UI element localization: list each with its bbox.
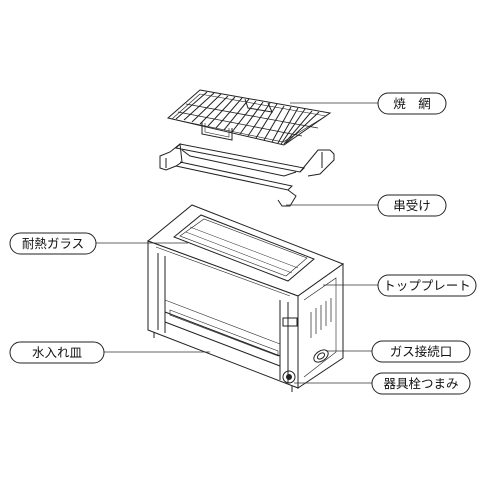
label-valve-knob: 器具栓つまみ xyxy=(371,372,471,395)
label-text: 器具栓つまみ xyxy=(383,376,458,391)
label-text: 串受け xyxy=(393,198,431,213)
label-text: 焼 網 xyxy=(393,96,431,111)
label-text: 耐熱ガラス xyxy=(22,236,84,251)
label-text: 水入れ皿 xyxy=(32,345,83,360)
grill-body xyxy=(147,204,345,392)
label-top-plate: トッププレート xyxy=(377,274,477,297)
skewer-rest xyxy=(159,143,335,207)
label-text: トッププレート xyxy=(383,278,471,293)
label-water-tray: 水入れ皿 xyxy=(9,341,105,364)
label-pill xyxy=(9,341,105,364)
label-pill xyxy=(377,194,447,217)
label-pill xyxy=(377,92,447,115)
label-skewer-rest: 串受け xyxy=(377,194,447,217)
valve-knob xyxy=(282,370,296,384)
leader-lines xyxy=(96,102,378,384)
label-text: ガス接続口 xyxy=(390,344,453,359)
grill-net xyxy=(166,89,332,146)
label-pill xyxy=(377,274,477,297)
gas-connector xyxy=(313,349,329,363)
label-pill xyxy=(371,340,471,363)
label-grill-net: 焼 網 xyxy=(377,92,447,115)
label-gas-connection: ガス接続口 xyxy=(371,340,471,363)
label-heat-glass: 耐熱ガラス xyxy=(9,232,97,255)
label-pill xyxy=(9,232,97,255)
label-pill xyxy=(371,372,471,395)
